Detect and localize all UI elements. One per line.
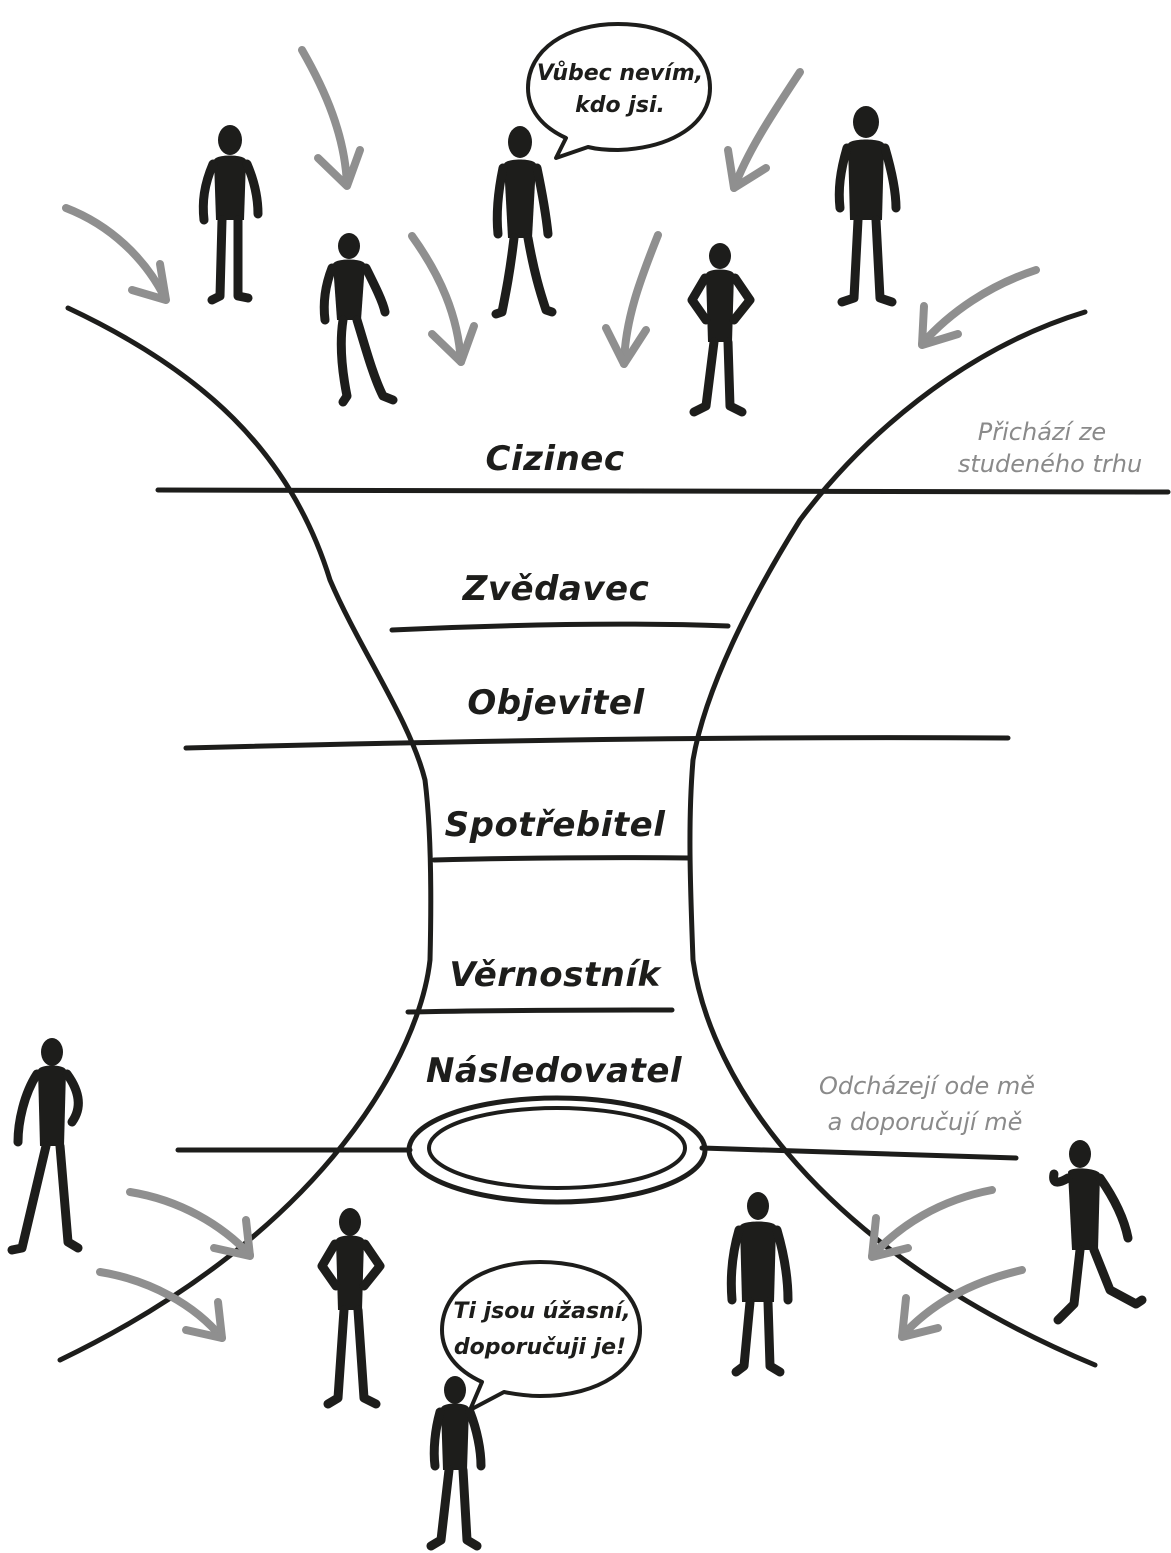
speech-bubble-top-line2: kdo jsi. bbox=[575, 93, 665, 118]
speech-bubble-bottom: Ti jsou úžasní, doporučuji je! bbox=[440, 1260, 642, 1412]
divider-objevitel bbox=[183, 735, 1011, 751]
note-entry: Přichází ze studeného trhu bbox=[958, 418, 1142, 478]
stage-labels: Cizinec Zvědavec Objevitel Spotřebitel V… bbox=[426, 439, 683, 1091]
speech-bubble-bottom-shape bbox=[440, 1260, 642, 1412]
arrow-icon bbox=[724, 68, 804, 192]
arrow-icon bbox=[408, 232, 478, 366]
note-exit: Odcházejí ode mě a doporučují mě bbox=[819, 1072, 1035, 1136]
speech-bubble-top: Vůbec nevím, kdo jsi. bbox=[526, 22, 712, 160]
arrow-icon bbox=[298, 46, 364, 190]
divider-vernostnik bbox=[405, 1007, 675, 1015]
divider-cizinec bbox=[155, 487, 1171, 495]
stage-label-cizinec: Cizinec bbox=[486, 439, 625, 479]
stage-dividers bbox=[155, 487, 1171, 1161]
note-entry-line1: Přichází ze bbox=[978, 418, 1106, 446]
arrow-icon bbox=[918, 266, 1040, 349]
stage-label-nasledovatel: Následovatel bbox=[426, 1051, 683, 1091]
funnel-exit-ring bbox=[406, 1095, 708, 1205]
divider-spotrebitel bbox=[431, 855, 693, 863]
stage-label-spotrebitel: Spotřebitel bbox=[445, 805, 667, 845]
speech-bubble-top-shape bbox=[526, 22, 712, 160]
arrow-icon bbox=[602, 231, 662, 368]
funnel-left-edge bbox=[57, 305, 434, 1363]
note-exit-line1: Odcházejí ode mě bbox=[819, 1072, 1035, 1100]
person-icon bbox=[726, 1192, 793, 1377]
stage-label-objevitel: Objevitel bbox=[467, 683, 645, 723]
outgoing-arrows bbox=[96, 1186, 1026, 1342]
person-icon bbox=[834, 106, 901, 307]
stage-label-zvedavec: Zvědavec bbox=[462, 569, 650, 609]
person-icon bbox=[687, 243, 755, 417]
arrow-icon bbox=[96, 1268, 226, 1342]
note-exit-line2: a doporučují mě bbox=[828, 1108, 1023, 1136]
arrow-icon bbox=[62, 204, 170, 304]
person-icon bbox=[491, 126, 557, 319]
incoming-arrows bbox=[62, 46, 1040, 368]
arrow-icon bbox=[898, 1266, 1026, 1341]
ring-outer bbox=[406, 1095, 708, 1205]
ring-inner bbox=[427, 1106, 687, 1190]
note-entry-line2: studeného trhu bbox=[958, 450, 1142, 478]
stage-label-vernostnik: Věrnostník bbox=[449, 955, 662, 995]
divider-bottom-right bbox=[699, 1145, 1019, 1161]
speech-bubble-bottom-line2: doporučuji je! bbox=[454, 1335, 626, 1360]
people-figures bbox=[7, 106, 1147, 1551]
arrow-icon bbox=[126, 1188, 254, 1260]
person-icon bbox=[1049, 1140, 1147, 1325]
person-icon bbox=[198, 125, 263, 305]
person-icon bbox=[7, 1038, 83, 1255]
person-icon bbox=[319, 233, 398, 407]
person-icon bbox=[426, 1376, 486, 1551]
person-icon bbox=[317, 1208, 385, 1409]
divider-zvedavec bbox=[389, 621, 731, 633]
arrow-icon bbox=[868, 1186, 996, 1261]
speech-bubble-bottom-line1: Ti jsou úžasní, bbox=[453, 1299, 630, 1324]
speech-bubble-top-line1: Vůbec nevím, bbox=[537, 60, 703, 86]
